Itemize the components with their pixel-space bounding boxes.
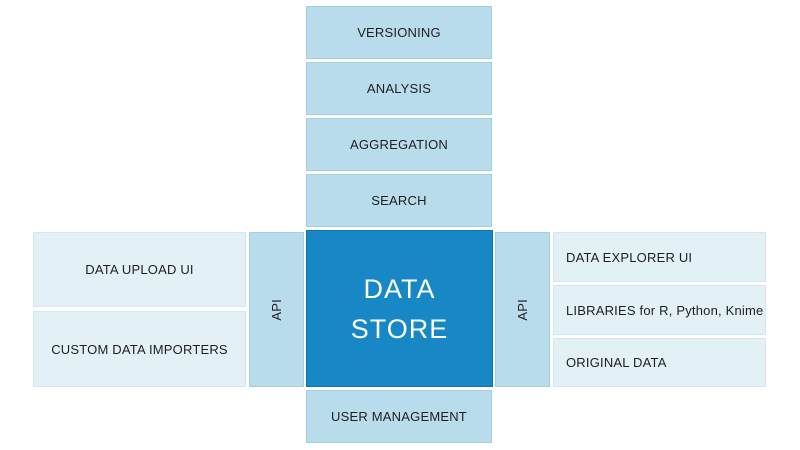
user-management-box: USER MANAGEMENT [306, 390, 492, 443]
analysis-box: ANALYSIS [306, 62, 492, 115]
search-box: SEARCH [306, 174, 492, 227]
search-label: SEARCH [371, 193, 427, 208]
original-data-label: ORIGINAL DATA [566, 355, 667, 370]
data-upload-ui-box: DATA UPLOAD UI [33, 232, 246, 307]
data-store-line2: STORE [350, 313, 449, 344]
data-upload-ui-label: DATA UPLOAD UI [85, 262, 194, 277]
aggregation-label: AGGREGATION [349, 137, 449, 152]
libraries-box: LIBRARIES for R, Python, Knime [553, 285, 766, 335]
data-explorer-ui-label: DATA EXPLORER UI [566, 249, 693, 265]
custom-data-importers-label: CUSTOM DATA IMPORTERS [51, 341, 228, 357]
right-api-label: API [515, 298, 530, 321]
right-api-box: API [495, 232, 550, 387]
data-store-line1: DATA [363, 273, 436, 304]
data-explorer-ui-box: DATA EXPLORER UI [553, 232, 766, 282]
left-api-box: API [249, 232, 304, 387]
custom-data-importers-box: CUSTOM DATA IMPORTERS [33, 311, 246, 387]
libraries-label: LIBRARIES for R, Python, Knime [566, 302, 764, 318]
analysis-label: ANALYSIS [366, 81, 432, 96]
aggregation-box: AGGREGATION [306, 118, 492, 171]
versioning-box: VERSIONING [306, 6, 492, 59]
data-store-box: DATA STORE [306, 230, 493, 387]
versioning-label: VERSIONING [357, 25, 441, 40]
left-api-label: API [269, 298, 284, 321]
user-management-label: USER MANAGEMENT [331, 409, 467, 424]
original-data-box: ORIGINAL DATA [553, 338, 766, 387]
